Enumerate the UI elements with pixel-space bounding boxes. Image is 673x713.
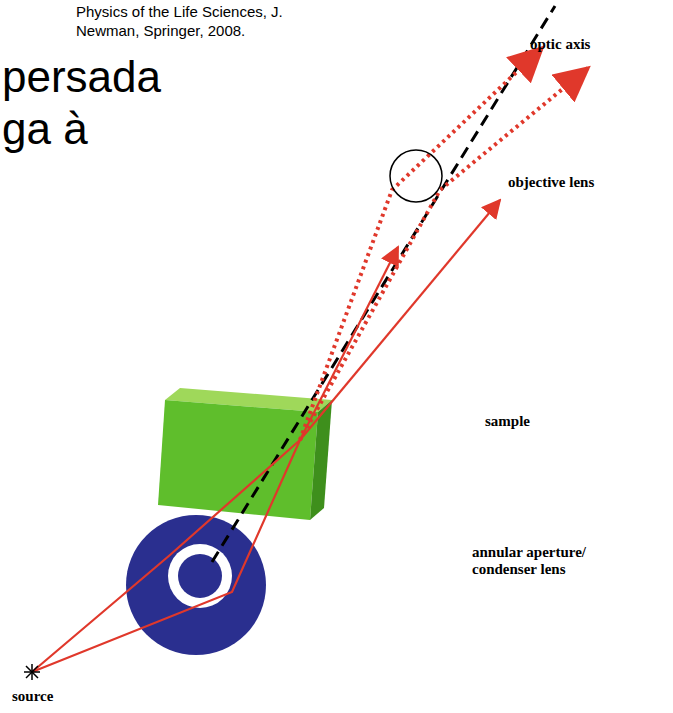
source-symbol [24,664,40,680]
citation-note: Physics of the Life Sciences, J. Newman,… [76,2,316,40]
part-label: source [12,688,53,705]
optic-axis [212,6,555,562]
sample-slab [158,400,318,520]
illumination-rays [32,200,500,672]
part-label: optic axis [530,36,590,53]
part-label: annular aperture/ condenser lens [472,544,602,578]
cut-heading-text: ga à [2,104,88,154]
part-label: sample [485,413,530,430]
part-label: objective lens [508,174,594,191]
cut-heading-text: persada [2,52,161,102]
annular-ring [168,544,232,608]
scattered-rays [300,48,588,440]
objective-lens [390,150,442,202]
condenser-disc [126,515,266,655]
